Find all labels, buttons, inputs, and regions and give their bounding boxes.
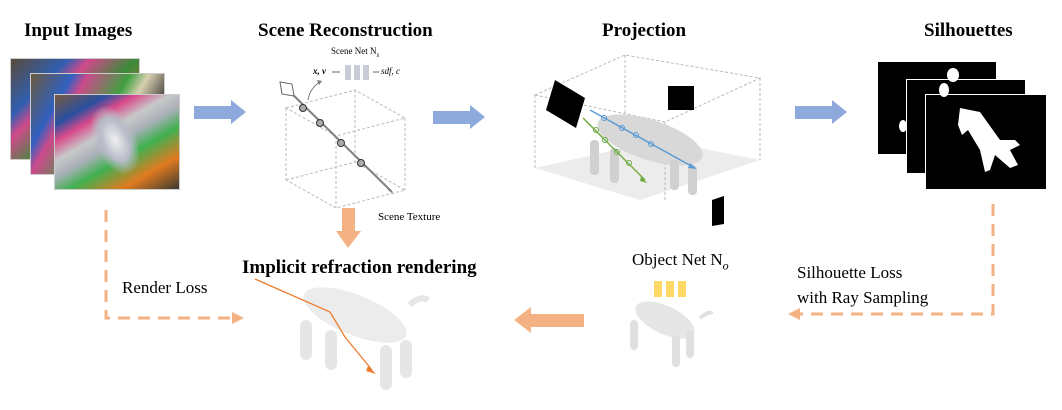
silhouette-loss-line1: Silhouette Loss — [797, 263, 903, 282]
silhouette-loss-dashed-arrow — [800, 204, 995, 316]
title-input-images: Input Images — [24, 20, 133, 41]
title-implicit-rendering: Implicit refraction rendering — [242, 257, 477, 278]
render-pig-model — [300, 287, 430, 390]
scene-net-subscript: s — [376, 50, 380, 59]
scene-texture-arrow — [336, 208, 361, 248]
title-silhouettes: Silhouettes — [924, 20, 1013, 41]
title-scene-reconstruction: Scene Reconstruction — [258, 20, 433, 41]
scene-cube — [284, 89, 407, 209]
scene-net-blocks — [332, 65, 379, 80]
render-loss-arrowhead — [232, 312, 244, 324]
refraction-arrowhead — [366, 366, 376, 374]
camera-silhouette-1 — [546, 80, 585, 128]
pig-model — [597, 114, 703, 166]
object-net-label-text: Object Net N — [632, 250, 723, 269]
silhouette-loss-label: Silhouette Loss with Ray Sampling — [797, 260, 928, 310]
sample-point — [316, 119, 324, 127]
object-net-label: Object Net No — [632, 250, 729, 273]
object-net-subscript: o — [722, 258, 729, 273]
scene-net-label: Scene Net Ns — [331, 46, 379, 59]
sample-point — [357, 159, 365, 167]
render-loss-dashed-arrow — [104, 210, 232, 320]
projection-box — [533, 54, 762, 226]
sample-point — [299, 104, 307, 112]
object-pig-model — [630, 301, 714, 367]
camera-silhouette-2 — [668, 86, 694, 110]
blue-arrow-3 — [795, 100, 847, 124]
pig-silhouette-icon — [958, 108, 1020, 172]
object-net-subscript-wrap: o — [722, 250, 729, 273]
scene-net-input: x, v — [313, 66, 326, 76]
scene-net-output: sdf, c — [381, 66, 400, 76]
sample-point — [337, 139, 345, 147]
blue-arrow-2 — [433, 105, 485, 129]
camera-icon — [279, 81, 295, 97]
scene-ray — [279, 80, 395, 195]
object-to-render-arrow — [514, 307, 584, 333]
title-projection: Projection — [602, 20, 687, 41]
blue-arrow-1 — [194, 100, 246, 124]
scene-net-label-text: Scene Net N — [331, 46, 377, 56]
refraction-ray — [254, 278, 373, 371]
render-loss-label: Render Loss — [122, 278, 208, 297]
camera-silhouette-3 — [712, 196, 724, 226]
silhouette-loss-arrowhead — [788, 308, 800, 320]
scene-texture-label: Scene Texture — [378, 211, 441, 223]
silhouette-loss-line2: with Ray Sampling — [797, 288, 929, 307]
object-net-blocks — [654, 281, 686, 297]
